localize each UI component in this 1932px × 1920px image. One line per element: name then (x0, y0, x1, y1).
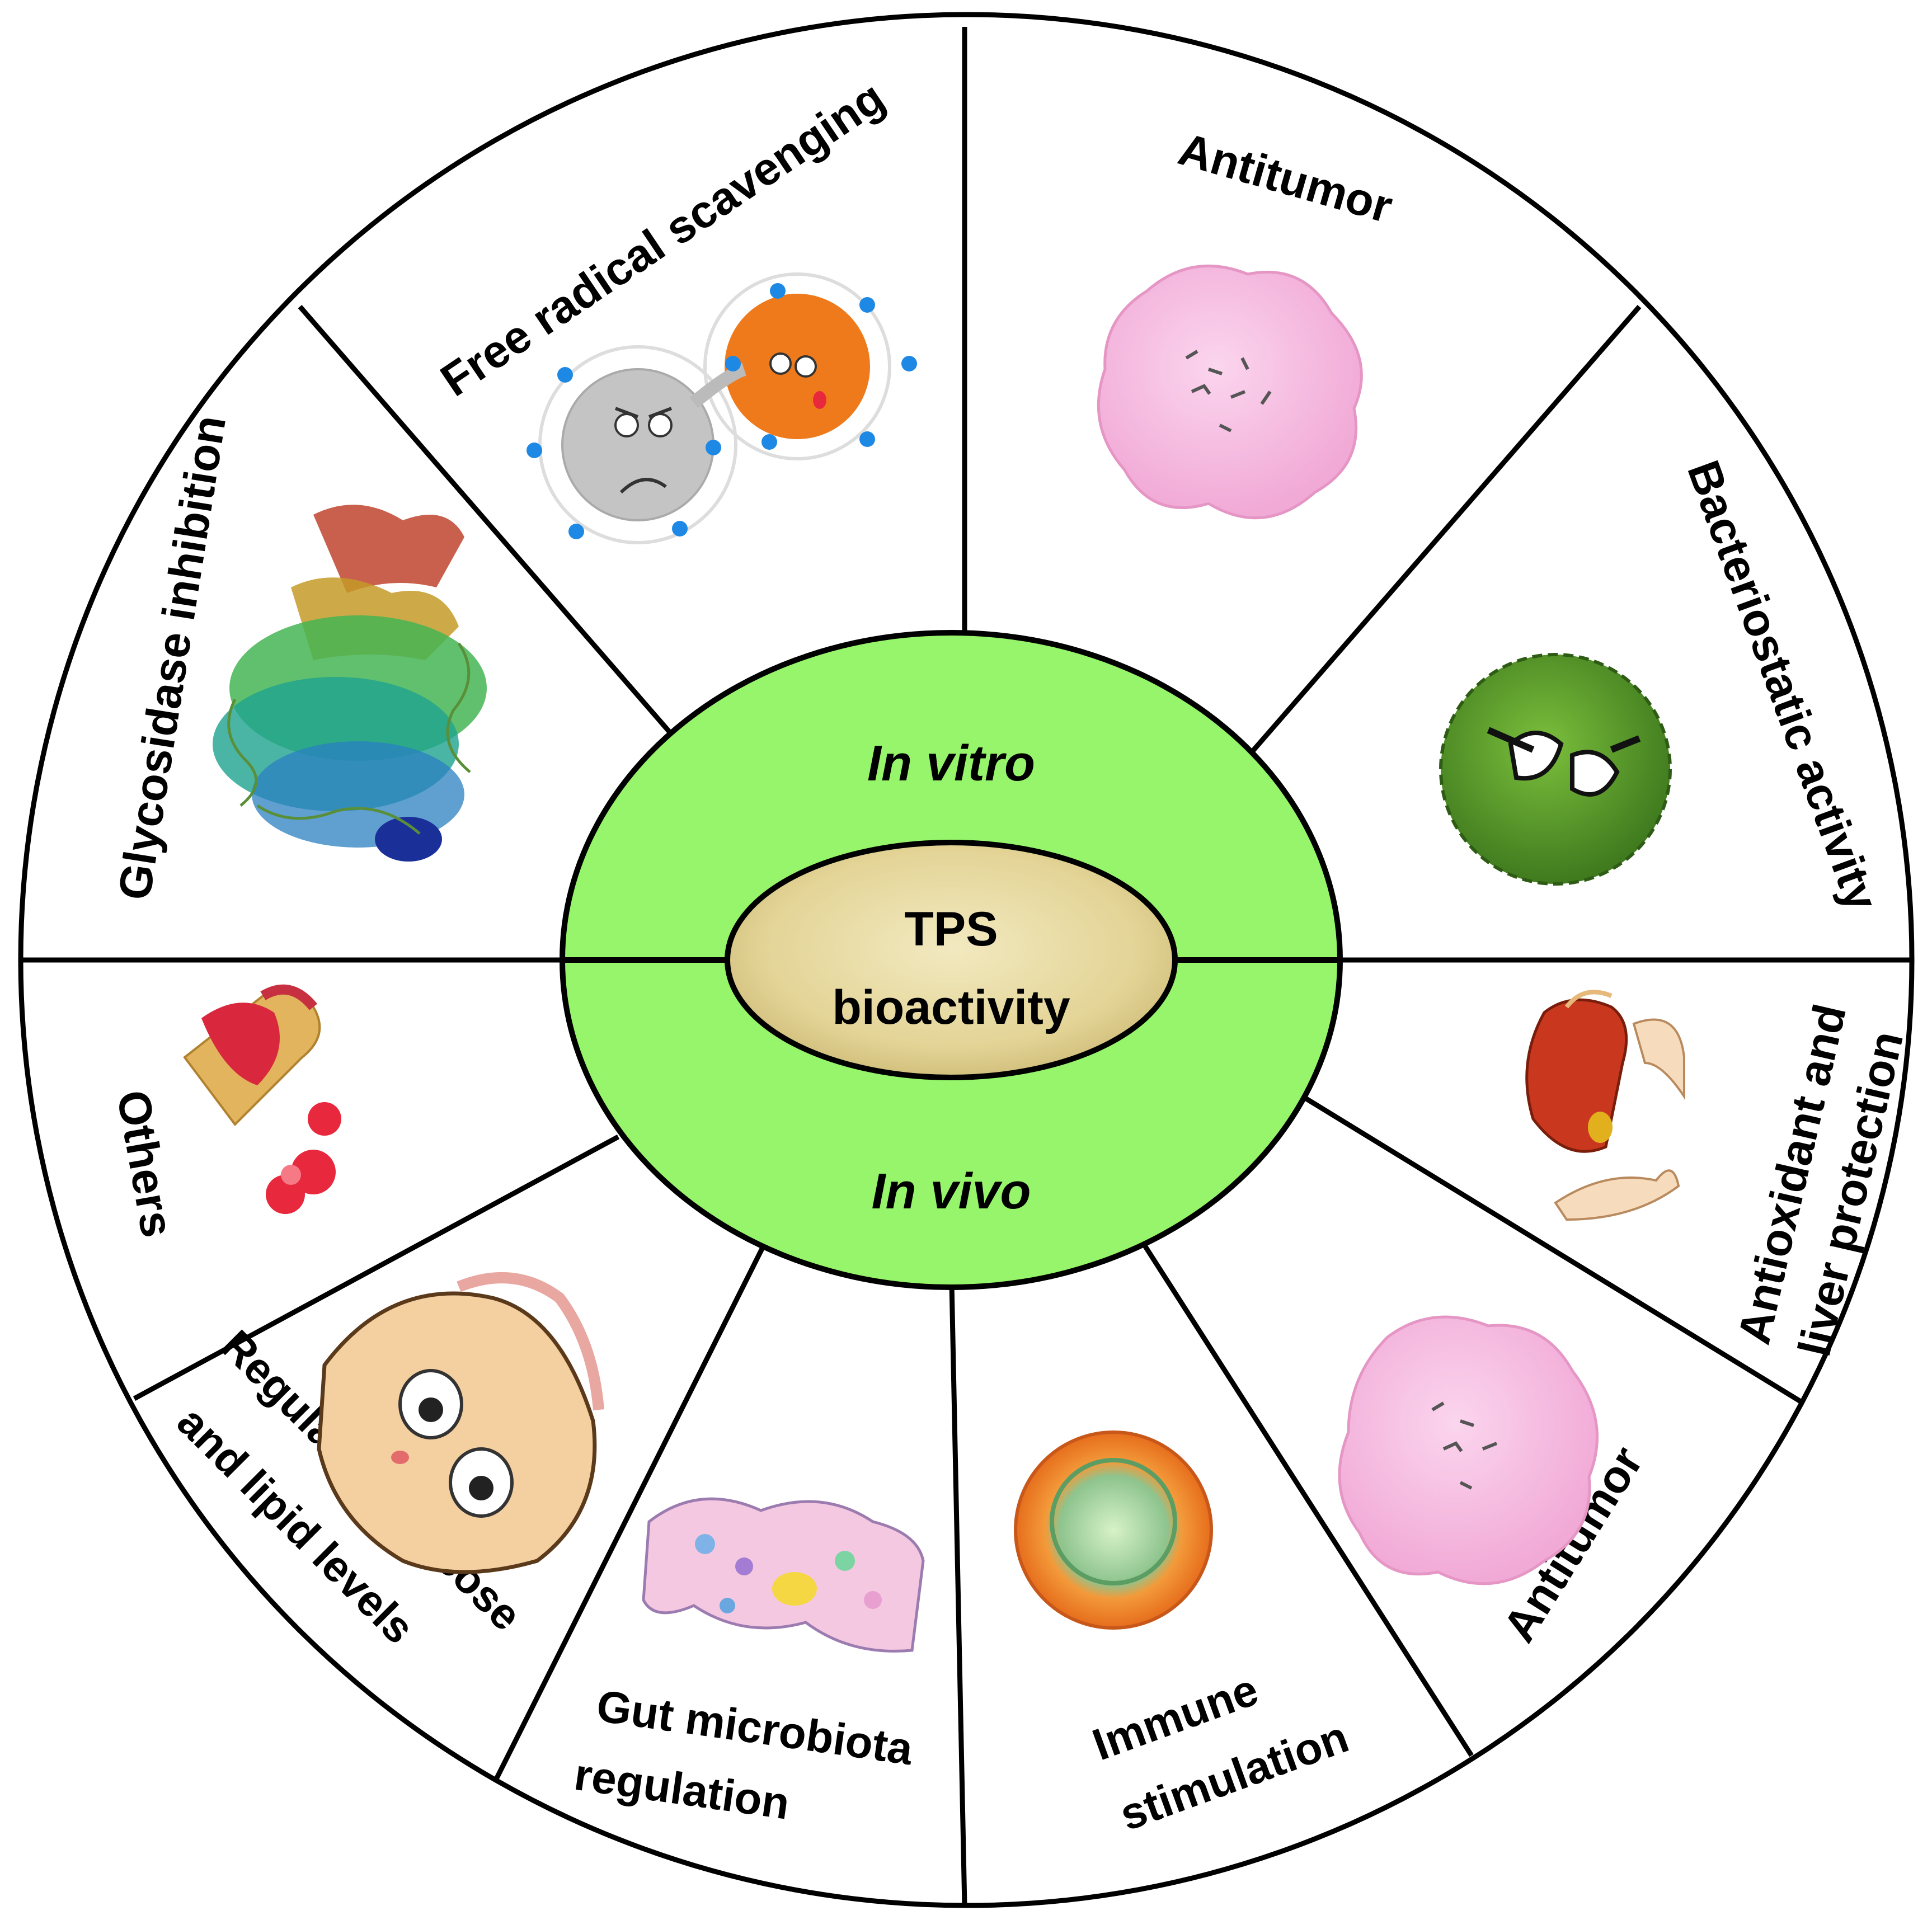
tumor-cell-icon (1097, 265, 1363, 520)
tumor-cell-icon (1338, 1315, 1599, 1585)
bacterium-icon (1439, 653, 1672, 886)
spoke-bottom (949, 1283, 967, 1906)
capsule-pill-icon (183, 984, 341, 1214)
center-label-line1: TPS (904, 902, 998, 956)
spoke-lower-left-1 (494, 1247, 765, 1780)
protein-structure-icon (213, 505, 487, 862)
spoke-lower-right-2 (1142, 1243, 1474, 1757)
center-label-line2: bioactivity (832, 981, 1070, 1034)
immune-cell-icon (1014, 1430, 1213, 1630)
ring-label-in-vivo: In vivo (871, 1164, 1031, 1220)
gut-microbiota-icon (642, 1497, 925, 1653)
liver-hands-icon (1525, 990, 1685, 1221)
spoke-upper-left (298, 305, 676, 739)
radical-molecules-icon (527, 272, 917, 544)
wheel-spokes (21, 27, 1912, 1906)
spoke-lower-left-2 (133, 1135, 620, 1401)
spoke-lower-right-1 (1296, 1091, 1802, 1404)
center-ellipse (725, 840, 1178, 1080)
ring-label-in-vitro: In vitro (867, 736, 1035, 792)
spoke-upper-right (1244, 305, 1642, 760)
fat-cell-icon (317, 1272, 604, 1574)
